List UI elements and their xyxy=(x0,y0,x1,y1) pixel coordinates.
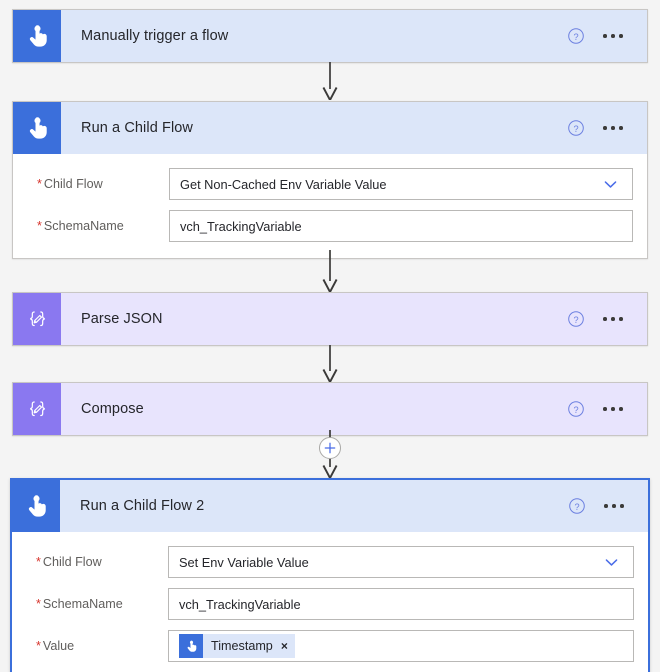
tap-hand-icon xyxy=(12,480,60,532)
card-actions: ? xyxy=(567,293,647,345)
field-row: *Child Flow Get Non-Cached Env Variable V… xyxy=(27,168,633,200)
field-label: *SchemaName xyxy=(26,597,168,611)
card-title: Compose xyxy=(81,401,144,417)
card-header[interactable]: Parse JSON? xyxy=(13,293,647,345)
chevron-down-icon[interactable] xyxy=(604,555,623,570)
add-step-button[interactable] xyxy=(319,437,341,459)
flow-step-card-parse-json[interactable]: Parse JSON? xyxy=(12,292,648,346)
flow-connector xyxy=(318,250,342,292)
svg-text:?: ? xyxy=(575,502,580,512)
field-label-text: Child Flow xyxy=(43,177,103,191)
flow-step-card-compose[interactable]: Compose? xyxy=(12,382,648,436)
card-header[interactable]: Compose? xyxy=(13,383,647,435)
braces-pencil-icon xyxy=(13,293,61,345)
field-dropdown-child-flow[interactable]: Get Non-Cached Env Variable Value xyxy=(169,168,633,200)
help-circle-icon[interactable]: ? xyxy=(567,119,585,137)
flow-connector xyxy=(318,430,342,438)
card-actions: ? xyxy=(567,10,647,62)
flow-connector xyxy=(318,459,342,478)
field-label: *Child Flow xyxy=(26,555,168,569)
field-label-text: Child Flow xyxy=(42,555,102,569)
dropdown-value: Set Env Variable Value xyxy=(179,554,309,570)
close-icon[interactable]: × xyxy=(280,639,288,653)
required-indicator: * xyxy=(37,176,42,191)
field-row: *SchemaName vch_TrackingVariable xyxy=(27,210,633,242)
token-label: Timestamp xyxy=(211,639,273,653)
required-indicator: * xyxy=(36,596,41,611)
required-indicator: * xyxy=(36,554,41,569)
svg-text:?: ? xyxy=(574,405,579,415)
required-indicator: * xyxy=(37,218,42,233)
input-value: vch_TrackingVariable xyxy=(179,596,301,612)
ellipsis-icon[interactable] xyxy=(601,28,625,44)
card-title: Manually trigger a flow xyxy=(81,28,229,44)
help-circle-icon[interactable]: ? xyxy=(568,497,586,515)
dynamic-content-token[interactable]: Timestamp × xyxy=(179,634,295,658)
field-label: *SchemaName xyxy=(27,219,169,233)
tap-hand-icon xyxy=(13,102,61,154)
field-text-input-schemaname[interactable]: vch_TrackingVariable xyxy=(168,588,634,620)
help-circle-icon[interactable]: ? xyxy=(567,400,585,418)
dropdown-value: Get Non-Cached Env Variable Value xyxy=(180,176,387,192)
card-title: Run a Child Flow 2 xyxy=(80,498,205,514)
card-actions: ? xyxy=(567,102,647,154)
svg-text:?: ? xyxy=(574,315,579,325)
card-actions: ? xyxy=(568,480,648,532)
svg-text:?: ? xyxy=(574,32,579,42)
braces-pencil-icon xyxy=(13,383,61,435)
card-header[interactable]: Manually trigger a flow? xyxy=(13,10,647,62)
tap-hand-icon xyxy=(179,634,203,658)
ellipsis-icon[interactable] xyxy=(601,311,625,327)
field-text-input-schemaname[interactable]: vch_TrackingVariable xyxy=(169,210,633,242)
tap-hand-icon xyxy=(13,10,61,62)
svg-text:?: ? xyxy=(574,124,579,134)
input-value: vch_TrackingVariable xyxy=(180,218,302,234)
ellipsis-icon[interactable] xyxy=(602,498,626,514)
card-title: Run a Child Flow xyxy=(81,120,194,136)
chevron-down-icon[interactable] xyxy=(603,177,622,192)
field-row: *SchemaName vch_TrackingVariable xyxy=(26,588,634,620)
card-header[interactable]: Run a Child Flow 2? xyxy=(12,480,648,532)
required-indicator: * xyxy=(36,638,41,653)
card-title: Parse JSON xyxy=(81,311,163,327)
field-token-input-value[interactable]: Timestamp × xyxy=(168,630,634,662)
field-label-text: SchemaName xyxy=(43,219,124,233)
field-row: *Value Timestamp × xyxy=(26,630,634,662)
flow-connector xyxy=(318,345,342,382)
field-label-text: Value xyxy=(42,639,75,653)
help-circle-icon[interactable]: ? xyxy=(567,27,585,45)
field-dropdown-child-flow[interactable]: Set Env Variable Value xyxy=(168,546,634,578)
help-circle-icon[interactable]: ? xyxy=(567,310,585,328)
field-label: *Value xyxy=(26,639,168,653)
flow-connector xyxy=(318,62,342,100)
ellipsis-icon[interactable] xyxy=(601,401,625,417)
field-label: *Child Flow xyxy=(27,177,169,191)
ellipsis-icon[interactable] xyxy=(601,120,625,136)
field-label-text: SchemaName xyxy=(42,597,123,611)
flow-step-card-manually-trigger-a-flow[interactable]: Manually trigger a flow? xyxy=(12,9,648,63)
field-row: *Child Flow Set Env Variable Value xyxy=(26,546,634,578)
card-actions: ? xyxy=(567,383,647,435)
card-header[interactable]: Run a Child Flow? xyxy=(13,102,647,154)
